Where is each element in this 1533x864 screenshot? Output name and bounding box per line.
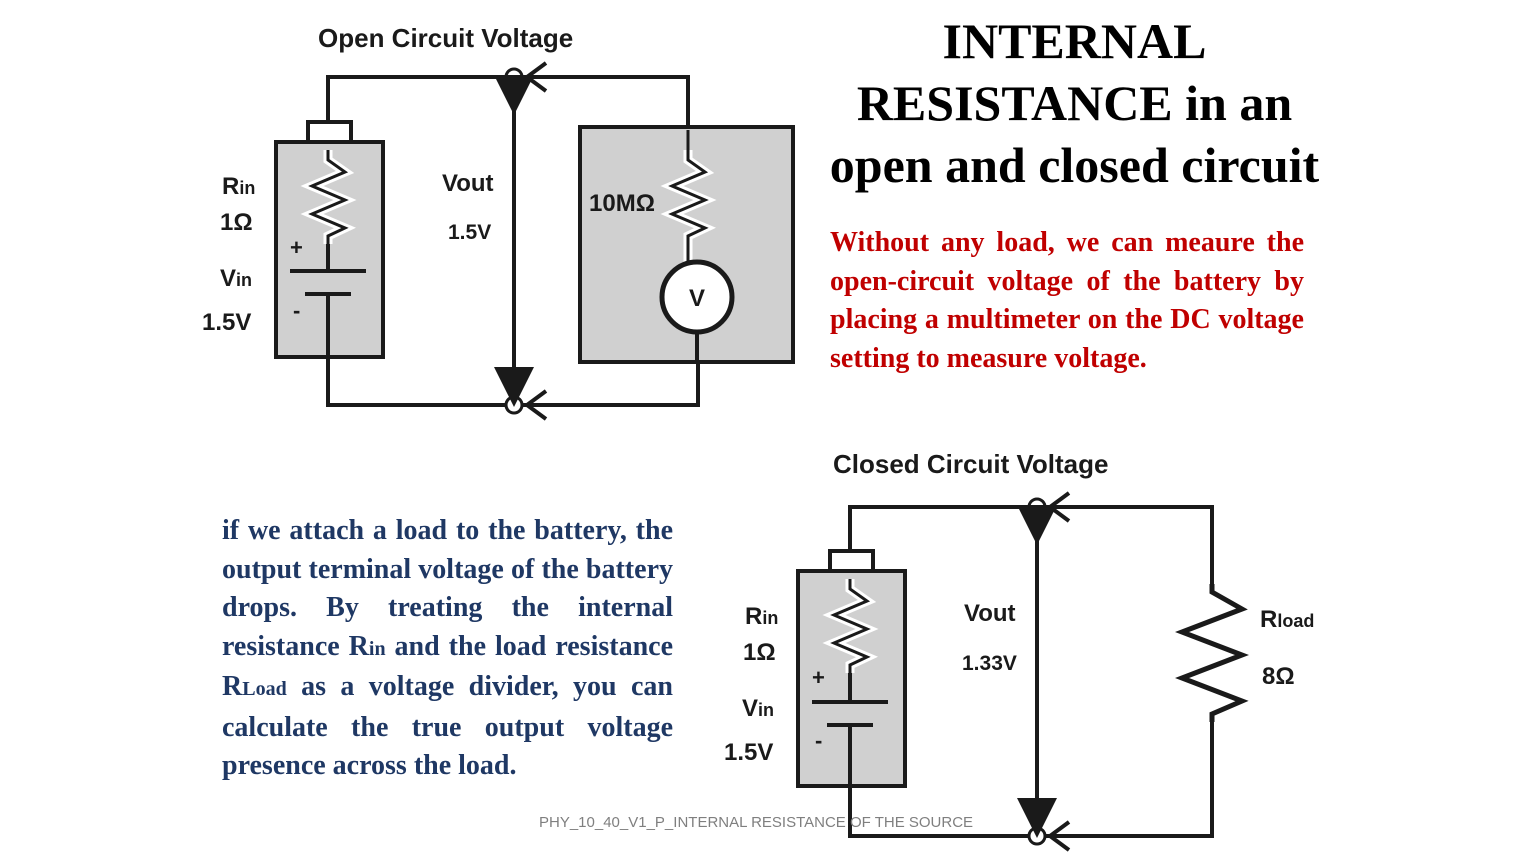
vout-value: 1.33V [962,652,1017,675]
vout-value: 1.5V [448,221,491,244]
meter-resistance-label: 10MΩ [589,190,655,217]
bottom-wire-right [1045,722,1214,838]
battery-terminal [828,549,875,573]
terminal-top [504,67,524,87]
terminal-bottom [504,395,524,415]
minus-sign: - [293,298,300,323]
plus-sign: + [812,665,825,690]
vin-label: Vin [220,265,252,292]
closed-circuit-diagram: Closed Circuit Voltage + - Rin 1Ω Vin 1.… [724,449,1314,852]
title-line-2: RESISTANCE in an [856,75,1293,131]
minus-sign: - [815,728,822,753]
internal-resistor [830,579,871,673]
load-resistor [1175,584,1249,722]
open-circuit-heading: Open Circuit Voltage [318,23,573,53]
vout-label: Vout [964,600,1016,627]
bottom-wire-left [848,725,1033,838]
rin-label: Rin [745,603,778,630]
open-circuit-diagram: Open Circuit Voltage + - V Rin [202,23,795,421]
top-wire-left [326,75,510,122]
slide-footer: PHY_10_40_V1_P_INTERNAL RESISTANCE OF TH… [539,814,974,831]
rin-value: 1Ω [220,209,253,236]
vout-label: Vout [442,170,494,197]
rin-value: 1Ω [743,639,776,666]
meter-resistor [668,130,709,268]
vin-value: 1.5V [724,739,773,766]
vin-label: Vin [742,695,774,722]
plus-sign: + [290,235,303,260]
internal-resistor [308,150,349,244]
top-wire-right [1045,505,1214,584]
top-wire-left [848,505,1033,551]
bottom-wire-right [522,362,700,407]
slide-title: INTERNAL RESISTANCE in an open and close… [812,10,1337,196]
rin-label: Rin [222,173,255,200]
open-circuit-explanation: Without any load, we can meaure the open… [830,227,1304,374]
voltmeter-symbol: V [689,285,705,312]
battery-terminal [306,120,353,144]
closed-circuit-explanation: if we attach a load to the battery, the … [222,515,673,781]
vin-value: 1.5V [202,309,251,336]
terminal-bottom [1027,826,1047,846]
bottom-wire-left [326,294,510,407]
terminal-top [1027,497,1047,517]
rload-label: Rload [1260,606,1314,633]
closed-circuit-heading: Closed Circuit Voltage [833,449,1108,479]
rload-value: 8Ω [1262,663,1295,690]
title-line-1: INTERNAL [942,13,1207,69]
title-line-3: open and closed circuit [829,137,1320,193]
